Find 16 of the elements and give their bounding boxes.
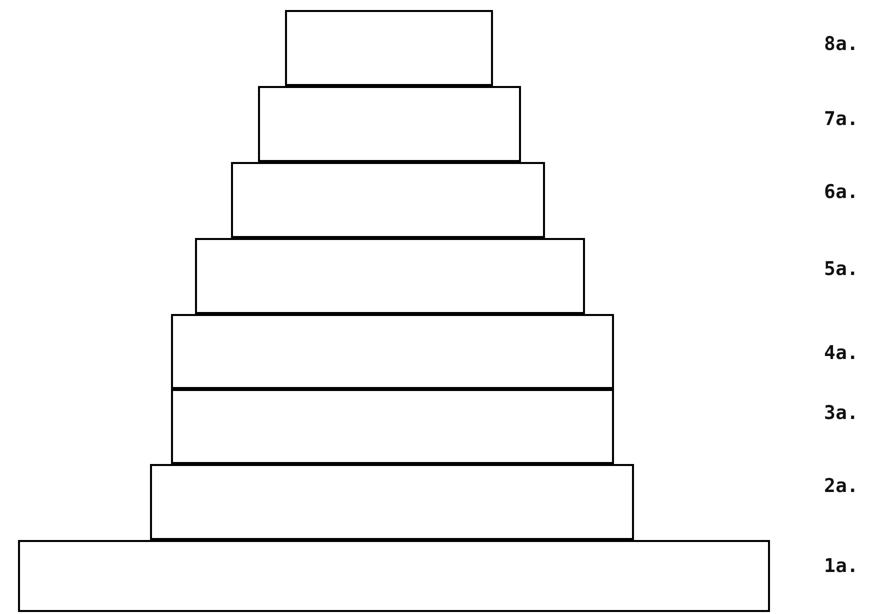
tier-box: [171, 389, 614, 464]
tier-label: 6a.: [824, 183, 858, 202]
tier-box: [171, 314, 614, 389]
tier-box: [150, 464, 634, 540]
tier-label: 1a.: [824, 557, 858, 576]
tier-label: 7a.: [824, 110, 858, 129]
tier-label: 8a.: [824, 35, 858, 54]
tier-box: [231, 162, 545, 238]
tier-label: 5a.: [824, 260, 858, 279]
tier-box: [195, 238, 585, 314]
tier-box: [18, 540, 770, 612]
tier-label: 4a.: [824, 344, 858, 363]
tier-box: [258, 86, 521, 162]
tier-label: 3a.: [824, 404, 858, 423]
tier-label: 2a.: [824, 477, 858, 496]
tier-box: [285, 10, 493, 86]
